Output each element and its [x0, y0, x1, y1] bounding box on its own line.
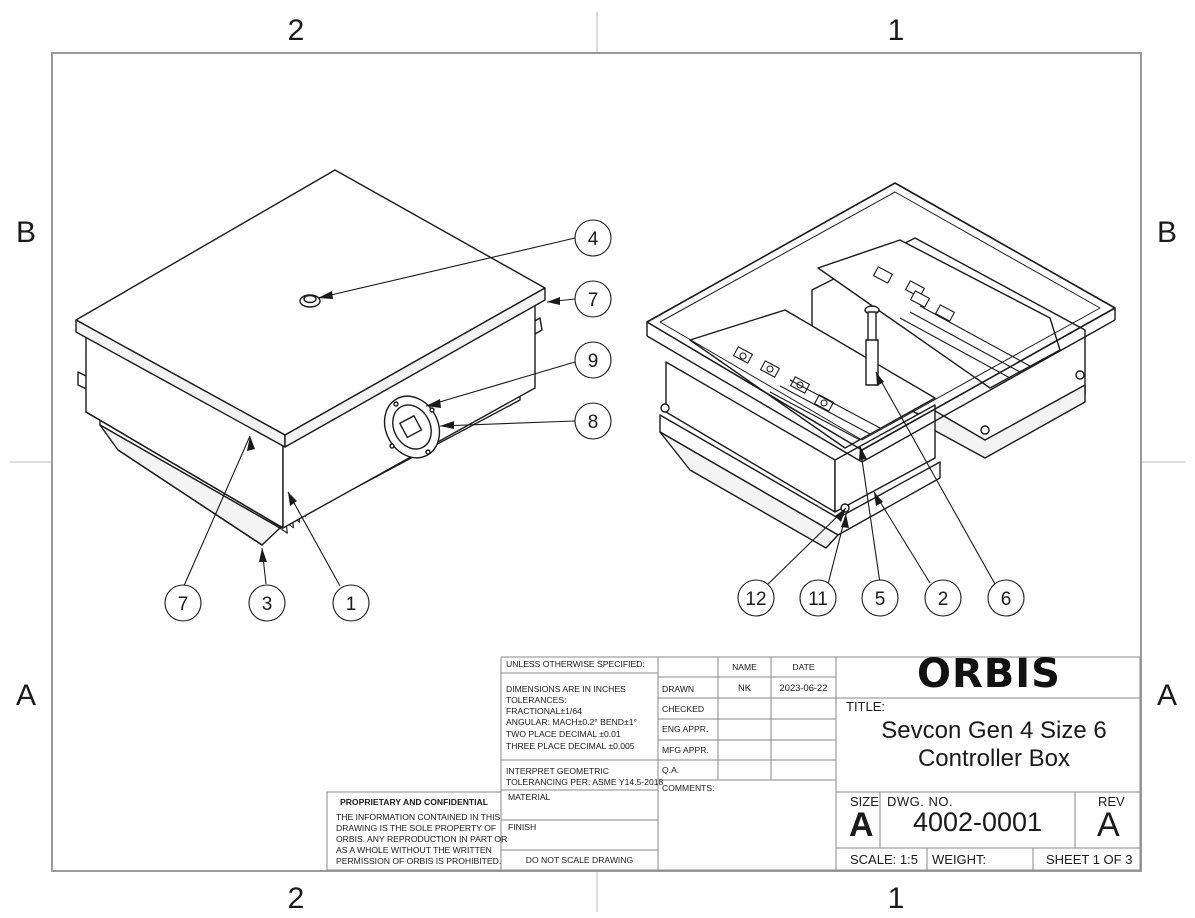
- zone-right-top: B: [1157, 216, 1177, 249]
- svg-text:4: 4: [588, 229, 599, 250]
- row-label-checked: CHECKED: [662, 704, 705, 714]
- size-value: A: [849, 806, 874, 844]
- weight-label: WEIGHT:: [932, 852, 987, 867]
- rev-value: A: [1097, 806, 1120, 844]
- svg-text:3: 3: [262, 594, 273, 615]
- balloon-item-12: 12: [737, 579, 775, 617]
- geometric-line: INTERPRET GEOMETRIC: [506, 766, 609, 776]
- zone-bottom-left: 2: [288, 882, 305, 915]
- drawing-title-line2: Controller Box: [917, 745, 1071, 772]
- svg-text:1: 1: [346, 594, 357, 615]
- row-label-qa: Q.A.: [662, 765, 680, 775]
- tolerance-line: TOLERANCES:: [506, 695, 567, 705]
- drawn-date: 2023-06-22: [779, 682, 828, 693]
- size-label: SIZE: [850, 794, 879, 809]
- balloon-item-2: 2: [924, 579, 962, 617]
- proprietary-line: THE INFORMATION CONTAINED IN THIS: [336, 812, 501, 822]
- tolerance-line: DIMENSIONS ARE IN INCHES: [506, 684, 626, 694]
- balloon-item-7-upper: 7: [574, 280, 612, 318]
- open-box-view: [646, 182, 1116, 549]
- zone-right-bottom: A: [1157, 679, 1177, 712]
- tolerance-line: TWO PLACE DECIMAL ±0.01: [506, 729, 621, 739]
- row-label-mfg-appr: MFG APPR.: [662, 745, 709, 755]
- zone-left-bottom: A: [16, 679, 36, 712]
- tolerance-line: FRACTIONAL±1/64: [506, 706, 582, 716]
- tolerance-line: THREE PLACE DECIMAL ±0.005: [506, 741, 635, 751]
- spec-header: UNLESS OTHERWISE SPECIFIED:: [506, 659, 645, 669]
- cable-gland: [383, 395, 441, 459]
- balloon-item-5: 5: [861, 579, 899, 617]
- frame-ticks: [10, 12, 1185, 912]
- col-header-date: DATE: [792, 662, 815, 672]
- proprietary-line: PERMISSION OF ORBIS IS PROHIBITED.: [336, 856, 502, 866]
- proprietary-line: ORBIS. ANY REPRODUCTION IN PART OR: [336, 834, 508, 844]
- col-header-name: NAME: [732, 662, 757, 672]
- zone-top-right: 1: [888, 14, 905, 47]
- do-not-scale-note: DO NOT SCALE DRAWING: [525, 855, 634, 865]
- zone-left-top: B: [16, 216, 36, 249]
- svg-text:5: 5: [875, 589, 886, 610]
- svg-text:7: 7: [588, 290, 599, 311]
- drawn-name: NK: [737, 682, 752, 693]
- balloon-item-4: 4: [574, 219, 612, 257]
- lid-standoff: [864, 305, 880, 386]
- rev-label: REV: [1098, 794, 1125, 809]
- leader-arrows: [247, 291, 884, 562]
- svg-text:12: 12: [745, 589, 766, 610]
- balloon-item-11: 11: [799, 579, 837, 617]
- balloon-item-9: 9: [574, 341, 612, 379]
- orbis-logo: ORBIS: [917, 651, 1061, 697]
- balloon-item-8: 8: [574, 402, 612, 440]
- comments-label: COMMENTS:: [662, 783, 715, 793]
- row-label-drawn: DRAWN: [662, 684, 695, 694]
- svg-text:8: 8: [588, 412, 599, 433]
- svg-text:11: 11: [808, 589, 828, 610]
- dwg-no-label: DWG. NO.: [887, 794, 954, 809]
- drawing-title-line1: Sevcon Gen 4 Size 6: [881, 717, 1107, 744]
- title-label: TITLE:: [846, 699, 886, 714]
- balloon-item-6: 6: [987, 579, 1025, 617]
- leader-lines: [182, 237, 996, 589]
- closed-box-view: [75, 169, 546, 546]
- proprietary-line: AS A WHOLE WITHOUT THE WRITTEN: [336, 845, 492, 855]
- balloons: 4 7 9 8 7 3 1 12 11 5 2 6: [164, 219, 1025, 622]
- row-label-eng-appr: ENG APPR.: [662, 724, 709, 734]
- drawing-border: [51, 52, 1142, 872]
- svg-text:7: 7: [178, 594, 189, 615]
- svg-text:9: 9: [588, 351, 599, 372]
- svg-text:6: 6: [1001, 589, 1012, 610]
- zone-top-left: 2: [288, 14, 305, 47]
- title-block-grid: [326, 656, 1141, 871]
- material-label: MATERIAL: [508, 792, 551, 802]
- geometric-line: TOLERANCING PER: ASME Y14.5-2018: [506, 777, 664, 787]
- balloon-item-1: 1: [332, 584, 370, 622]
- proprietary-line: DRAWING IS THE SOLE PROPERTY OF: [336, 823, 497, 833]
- drawing-number: 4002-0001: [912, 807, 1043, 837]
- scale-value: SCALE: 1:5: [850, 852, 918, 867]
- balloon-item-3: 3: [248, 584, 286, 622]
- finish-label: FINISH: [508, 822, 537, 832]
- zone-bottom-right: 1: [888, 882, 905, 915]
- svg-text:2: 2: [938, 589, 949, 610]
- proprietary-title: PROPRIETARY AND CONFIDENTIAL: [339, 797, 488, 807]
- sheet-number: SHEET 1 OF 3: [1046, 852, 1133, 867]
- tolerance-line: ANGULAR: MACH±0.2° BEND±1°: [506, 717, 637, 727]
- balloon-item-7-lower: 7: [164, 584, 202, 622]
